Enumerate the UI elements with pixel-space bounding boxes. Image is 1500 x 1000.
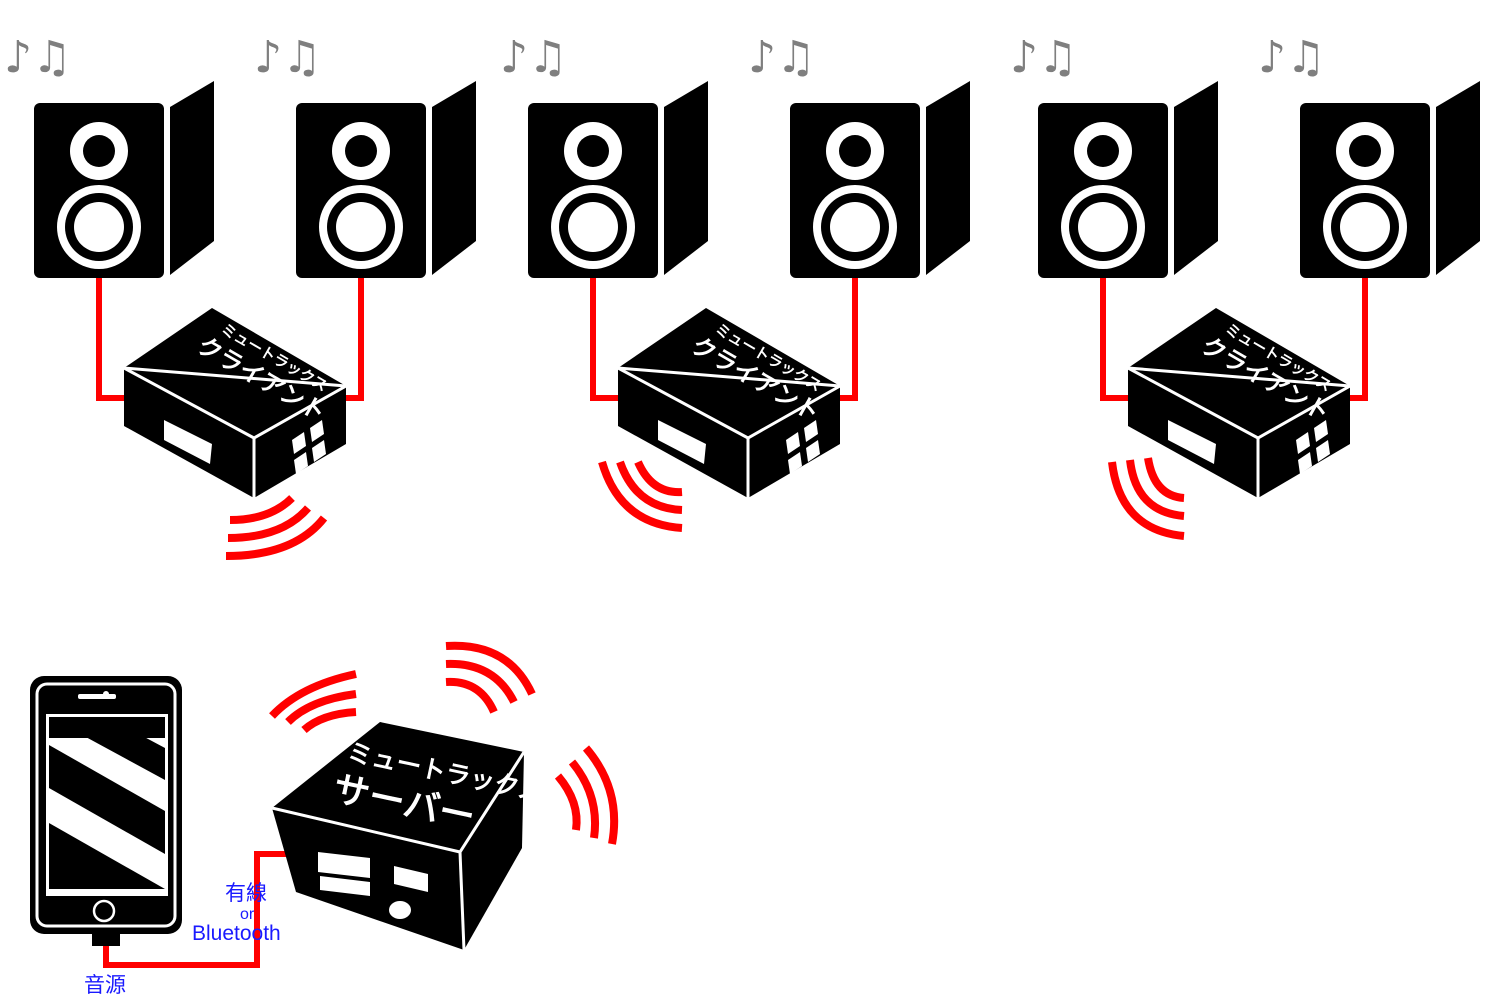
wireless-signal-icon <box>269 670 357 734</box>
wired-label: 有線 <box>225 882 267 905</box>
music-note-icon: ♪♫ <box>1010 32 1078 83</box>
speaker-left-1 <box>34 81 214 278</box>
client-device-2: ミュートラックス クライアント <box>616 306 842 500</box>
bluetooth-label: Bluetooth <box>192 922 281 945</box>
wireless-signal-icon <box>554 745 619 845</box>
music-note-icon: ♪♫ <box>4 32 72 83</box>
server-device: ミュートラックス サーバー <box>271 722 546 951</box>
wireless-signal-icon <box>225 495 328 560</box>
speaker-cable <box>1100 278 1132 401</box>
wireless-signal-icon <box>1108 457 1185 540</box>
wireless-signal-icon <box>445 641 536 714</box>
smartphone <box>30 676 182 946</box>
music-note-icon: ♪♫ <box>500 32 568 83</box>
speaker-left-3 <box>1038 81 1218 278</box>
speaker-cable <box>344 278 364 401</box>
music-note-icon: ♪♫ <box>748 32 816 83</box>
speaker-right-1 <box>296 81 476 278</box>
speaker-cable <box>590 278 622 401</box>
music-note-icon: ♪♫ <box>254 32 322 83</box>
wireless-signal-icon <box>598 460 683 532</box>
music-note-icon: ♪♫ <box>1258 32 1326 83</box>
speaker-cable <box>96 278 128 401</box>
client-device-1: ミュートラックス クライアント <box>122 306 348 500</box>
speaker-right-3 <box>1300 81 1480 278</box>
speaker-left-2 <box>528 81 708 278</box>
speaker-cable <box>838 278 858 401</box>
audio-source-label: 音源 <box>84 974 126 997</box>
or-label: or <box>240 906 255 923</box>
audio-source-cable <box>103 851 286 968</box>
speaker-cable <box>1348 278 1368 401</box>
client-device-3: ミュートラックス クライアント <box>1126 306 1352 500</box>
speaker-right-2 <box>790 81 970 278</box>
